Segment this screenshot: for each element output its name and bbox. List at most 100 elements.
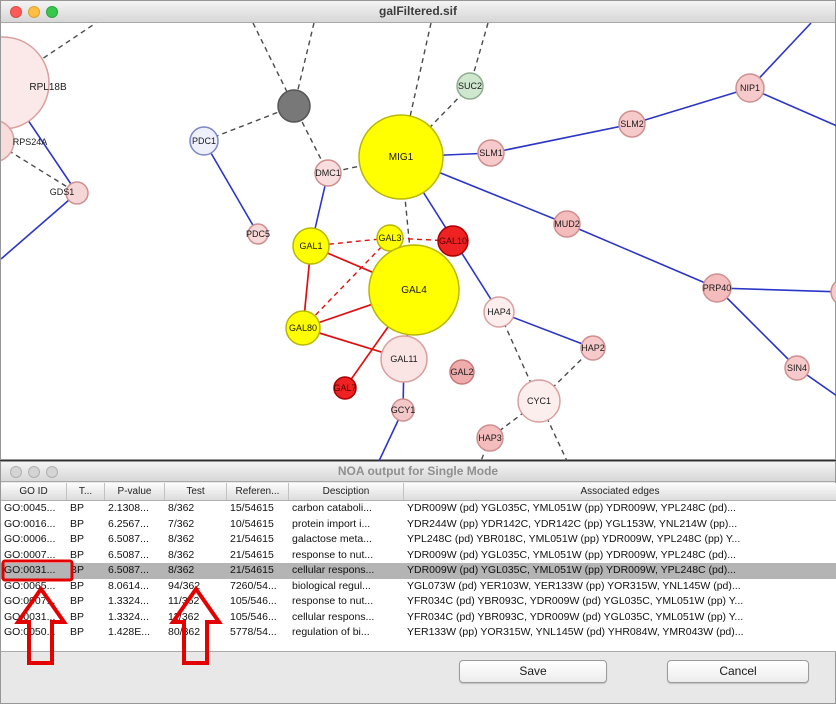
node-hap2[interactable] [580, 335, 606, 361]
table-cell: 6.5087... [108, 533, 149, 545]
table-cell: BP [70, 595, 85, 607]
column-header[interactable]: P-value [105, 483, 165, 500]
node-mud2[interactable] [553, 210, 581, 238]
node-gal3[interactable] [376, 224, 404, 252]
table-cell: galactose meta... [292, 533, 372, 545]
graph-edge[interactable] [252, 22, 295, 107]
node-cyc1[interactable] [517, 379, 561, 423]
network-window-title: galFiltered.sif [378, 4, 458, 18]
cancel-button[interactable]: Cancel [667, 660, 809, 683]
column-header[interactable]: Associated edges [404, 483, 836, 500]
graph-node[interactable] [830, 279, 836, 305]
graph-edge[interactable] [749, 87, 836, 127]
node-suc2[interactable] [456, 72, 484, 100]
node-label: GAL80 [289, 323, 317, 333]
node-hap3[interactable] [476, 424, 504, 452]
close-button[interactable] [10, 6, 22, 18]
graph-edge[interactable] [498, 311, 540, 402]
column-header[interactable]: Desciption [289, 483, 404, 500]
node-pdc1[interactable] [189, 126, 219, 156]
graph-edge[interactable] [203, 140, 259, 235]
graph-edge[interactable] [749, 22, 812, 89]
table-cell: YER133W (pp) YOR315W, YNL145W (pd) YHR08… [407, 626, 744, 638]
table-cell: GO:0031... [4, 564, 56, 576]
node-gal80[interactable] [285, 310, 321, 346]
node-label: DMC1 [315, 168, 341, 178]
table-cell: 8.0614... [108, 579, 149, 592]
graph-edge[interactable] [490, 123, 633, 154]
node-rps24a[interactable] [1, 120, 15, 162]
node-gal1[interactable] [292, 227, 330, 265]
table-cell: BP [70, 548, 85, 561]
node-prp40[interactable] [702, 273, 732, 303]
graph-edge[interactable] [716, 287, 836, 293]
node-gal11[interactable] [380, 335, 428, 383]
close-button[interactable] [10, 466, 22, 478]
minimize-button[interactable] [28, 6, 40, 18]
network-canvas[interactable]: RPL18BRPS24AGDS1PDC1MIG1SUC2SLM1SLM2NIP1… [1, 1, 836, 461]
graph-edge[interactable] [1, 192, 78, 260]
zoom-button[interactable] [46, 466, 58, 478]
node-gcy1[interactable] [391, 398, 415, 422]
node-gal10[interactable] [437, 225, 469, 257]
graph-edge[interactable] [566, 223, 718, 289]
node-label: NIP1 [740, 83, 760, 93]
minimize-button[interactable] [28, 466, 40, 478]
save-button[interactable]: Save [459, 660, 607, 683]
table-cell: 105/546... [230, 610, 277, 623]
node-sin4[interactable] [784, 355, 810, 381]
table-cell: BP [70, 517, 85, 530]
graph-node[interactable] [277, 89, 311, 123]
node-gal4[interactable] [368, 244, 460, 336]
graph-edge[interactable] [498, 311, 594, 349]
node-label: GAL3 [378, 233, 401, 243]
table-cell: GO:0016... [4, 517, 56, 530]
table-cell: 7260/54... [230, 579, 277, 592]
node-gal7[interactable] [333, 376, 357, 400]
graph-edge[interactable] [631, 87, 751, 125]
table-cell: GO:0045... [4, 502, 56, 514]
node-gds1[interactable] [65, 181, 89, 205]
graph-edge[interactable] [716, 287, 798, 369]
column-header[interactable]: Test [165, 483, 227, 500]
column-header[interactable]: T... [67, 483, 105, 500]
table-cell: 11/362 [168, 595, 200, 607]
node-slm1[interactable] [477, 139, 505, 167]
node-hap4[interactable] [483, 296, 515, 328]
node-pdc5[interactable] [247, 223, 269, 245]
graph-edge[interactable] [302, 237, 391, 329]
node-gal2[interactable] [449, 359, 475, 385]
table-cell: 5778/54... [230, 626, 277, 638]
graph-edge[interactable] [203, 105, 295, 142]
column-header[interactable]: Referen... [227, 483, 289, 500]
zoom-button[interactable] [46, 6, 58, 18]
noa-window-titlebar[interactable]: NOA output for Single Mode [1, 462, 835, 482]
network-window-titlebar[interactable]: galFiltered.sif [1, 1, 835, 23]
table-cell: GO:0050... [4, 626, 56, 638]
table-cell: YGL073W (pd) YER103W, YER133W (pp) YOR31… [407, 579, 741, 592]
node-slm2[interactable] [618, 110, 646, 138]
node-mig1[interactable] [358, 114, 444, 200]
graph-edge[interactable] [1, 141, 78, 194]
table-cell: GO:0006... [4, 533, 56, 545]
column-header[interactable]: GO ID [1, 483, 67, 500]
node-label: HAP2 [581, 343, 605, 353]
node-nip1[interactable] [735, 73, 765, 103]
table-cell: 15/54615 [230, 502, 274, 514]
table-cell: YFR034C (pd) YBR093C, YDR009W (pd) YGL03… [407, 595, 744, 607]
graph-edge[interactable] [400, 22, 432, 158]
table-cell: 94/362 [168, 579, 201, 592]
node-dmc1[interactable] [314, 159, 342, 187]
node-label: MIG1 [389, 152, 414, 163]
